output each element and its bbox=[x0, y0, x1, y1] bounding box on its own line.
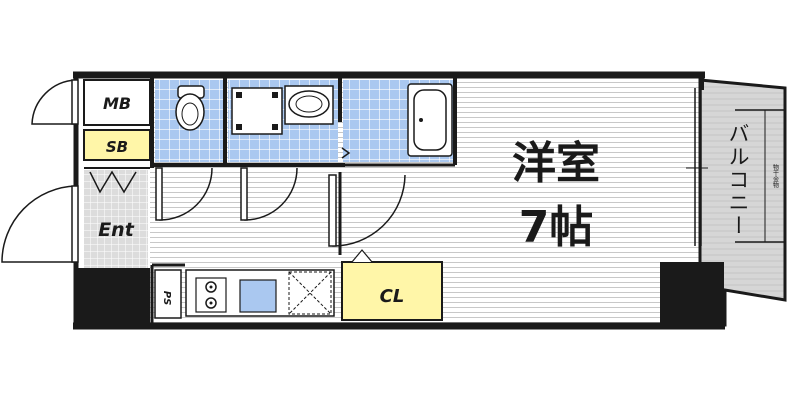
closet bbox=[341, 261, 443, 321]
kitchen-sink-icon bbox=[239, 279, 277, 313]
western-room-name: 洋室 bbox=[512, 138, 600, 189]
outer-walls bbox=[73, 71, 725, 330]
entrance-label: Ent bbox=[98, 219, 135, 241]
ps-label: PS bbox=[161, 291, 172, 306]
window bbox=[686, 88, 708, 246]
closet-label: CL bbox=[380, 286, 405, 307]
kitchen-counter bbox=[185, 269, 335, 317]
washing-machine-pan-icon bbox=[231, 87, 283, 135]
balcony-label: バルコニー bbox=[726, 123, 750, 238]
western-room-floor bbox=[455, 80, 695, 323]
meter-box-label: MB bbox=[103, 94, 131, 113]
meter-box bbox=[83, 79, 151, 126]
stove-icon bbox=[195, 277, 227, 313]
interior-walls bbox=[84, 78, 457, 323]
ps-shaft bbox=[154, 269, 182, 319]
toilet-icon bbox=[175, 85, 205, 131]
refrigerator-space-icon bbox=[288, 271, 332, 315]
entrance-floor bbox=[84, 170, 148, 268]
western-room-size: 7帖 bbox=[519, 202, 594, 253]
drying-hardware-note: 物干金物 bbox=[772, 163, 779, 189]
wall-block-left bbox=[78, 268, 150, 323]
shoe-box-label: SB bbox=[106, 138, 128, 156]
bathtub-icon bbox=[407, 83, 453, 157]
doors bbox=[1, 79, 406, 263]
closet-door-icon bbox=[351, 249, 373, 263]
shoe-box bbox=[83, 129, 151, 161]
wash-basin-icon bbox=[284, 85, 334, 125]
wall-block-right bbox=[660, 262, 724, 327]
